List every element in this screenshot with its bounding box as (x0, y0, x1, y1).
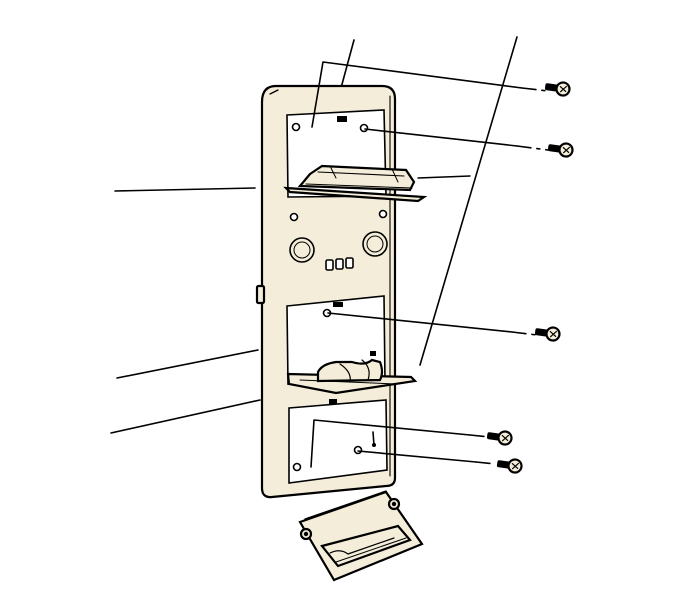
mount-hole (292, 462, 302, 472)
lower-bin-opening (288, 399, 388, 484)
roof-outline-lines (110, 36, 518, 434)
small-hole (289, 212, 299, 222)
retainer-clip (337, 116, 347, 122)
lower-storage-bin-door[interactable] (286, 351, 418, 404)
screw[interactable] (544, 80, 571, 97)
screw[interactable] (534, 325, 561, 342)
mount-hole (353, 445, 363, 455)
clip (299, 527, 313, 541)
screw[interactable] (486, 429, 513, 446)
screw[interactable] (496, 457, 523, 474)
overhead-console-panel (255, 84, 397, 499)
screw[interactable] (547, 141, 574, 158)
knob[interactable] (362, 231, 388, 257)
upper-storage-bin-door[interactable] (283, 164, 428, 203)
removed-bin-door[interactable] (298, 490, 424, 582)
side-clip (255, 284, 266, 305)
mount-hole (291, 122, 301, 132)
small-hole (378, 209, 388, 219)
switch-group[interactable] (325, 257, 354, 271)
clip (387, 497, 401, 511)
mount-hole (359, 123, 369, 133)
leader-lines (310, 61, 549, 468)
retainer-clip (333, 302, 343, 307)
knob[interactable] (289, 237, 315, 263)
